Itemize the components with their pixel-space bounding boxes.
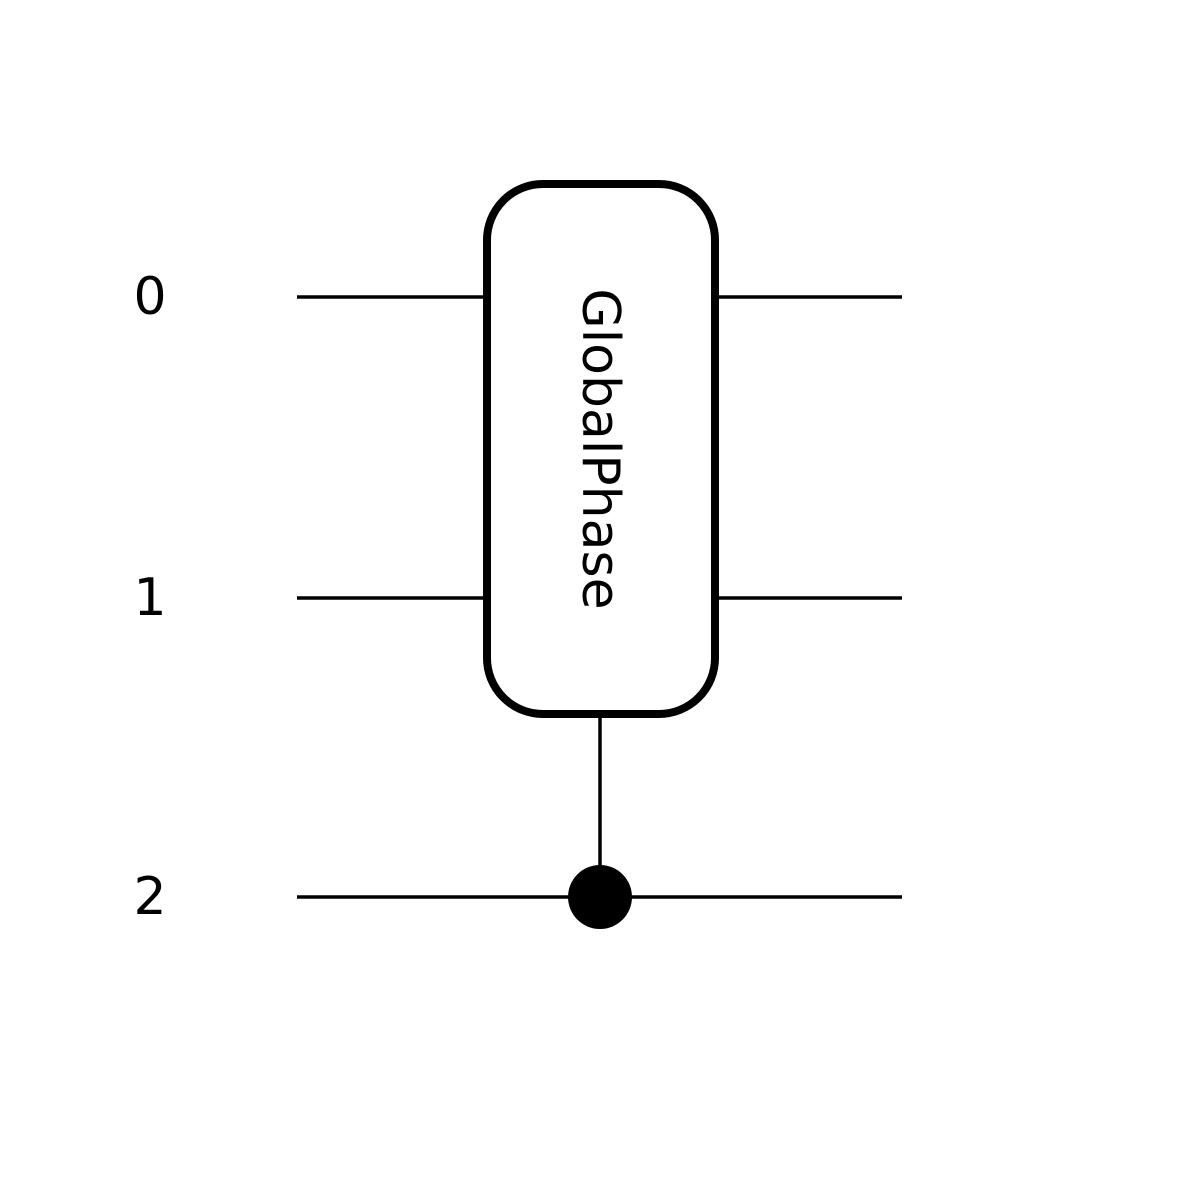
wire-label-2: 2 bbox=[133, 867, 166, 927]
wire-label-0: 0 bbox=[133, 267, 166, 327]
wire-label-1: 1 bbox=[133, 568, 166, 628]
control-dot bbox=[568, 865, 632, 929]
globalphase-gate-box bbox=[483, 180, 719, 718]
globalphase-gate-label: GlobalPhase bbox=[570, 288, 630, 609]
